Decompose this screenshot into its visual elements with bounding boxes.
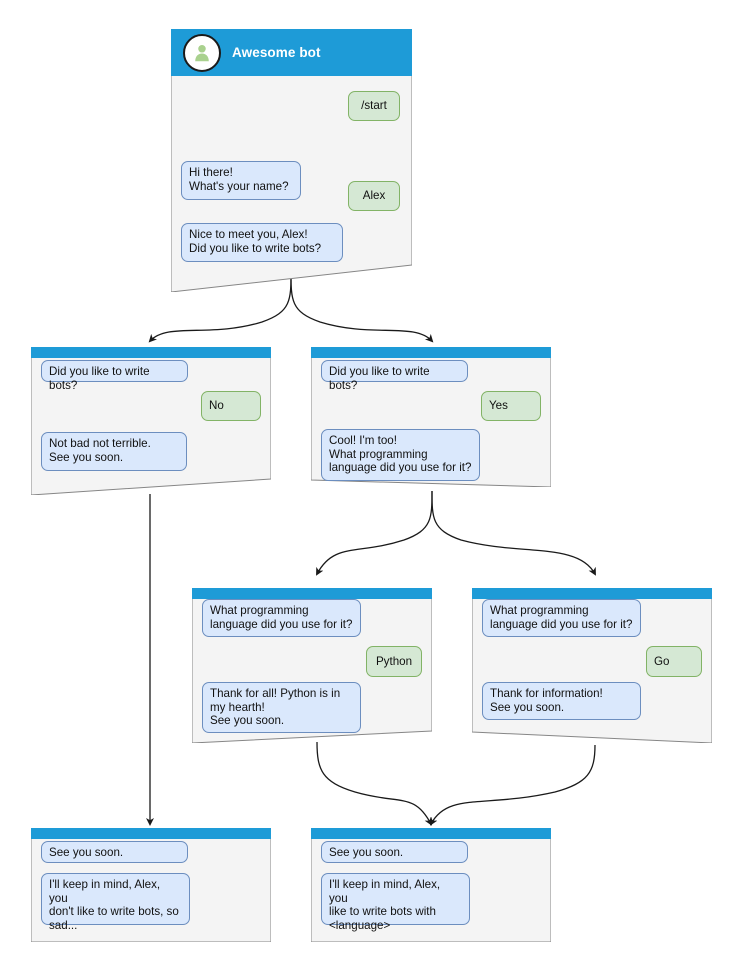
message-list: See you soon. I'll keep in mind, Alex, y…	[31, 828, 271, 942]
user-message-bubble[interactable]: Python	[366, 646, 422, 677]
bot-message-bubble[interactable]: Hi there! What's your name?	[181, 161, 301, 200]
edge-yes-to-python	[316, 490, 433, 576]
bot-message-bubble[interactable]: What programming language did you use fo…	[202, 599, 361, 637]
bot-message-bubble[interactable]: I'll keep in mind, Alex, you like to wri…	[321, 873, 470, 932]
edge-yes-to-go	[431, 490, 596, 576]
card-end-no[interactable]: See you soon. I'll keep in mind, Alex, y…	[31, 828, 271, 942]
bot-message-bubble[interactable]: Thank for information! See you soon.	[482, 682, 641, 720]
user-message-bubble[interactable]: /start	[348, 91, 400, 121]
bot-message-bubble[interactable]: Did you like to write bots?	[41, 360, 188, 392]
user-message-bubble[interactable]: No	[201, 391, 261, 421]
message-list: What programming language did you use fo…	[192, 588, 432, 743]
bot-message-bubble[interactable]: See you soon.	[41, 841, 188, 863]
bot-message-bubble[interactable]: Thank for all! Python is in my hearth! S…	[202, 682, 361, 733]
bot-message-bubble[interactable]: I'll keep in mind, Alex, you don't like …	[41, 873, 190, 932]
card-title-text: Awesome bot	[232, 45, 321, 60]
message-list: Did you like to write bots? No Not bad n…	[31, 347, 271, 495]
user-message-bubble[interactable]: Yes	[481, 391, 541, 421]
card-answer-yes[interactable]: Did you like to write bots? Yes Cool! I'…	[311, 347, 551, 487]
person-avatar-icon	[183, 33, 221, 72]
bot-message-bubble[interactable]: Not bad not terrible. See you soon.	[41, 432, 187, 471]
card-start[interactable]: Awesome bot /start Hi there! What's your…	[171, 29, 412, 292]
bot-message-bubble[interactable]: Did you like to write bots?	[321, 360, 468, 392]
message-list: See you soon. I'll keep in mind, Alex, y…	[311, 828, 551, 942]
message-list: What programming language did you use fo…	[472, 588, 712, 743]
card-answer-no[interactable]: Did you like to write bots? No Not bad n…	[31, 347, 271, 495]
card-lang-python[interactable]: What programming language did you use fo…	[192, 588, 432, 743]
card-lang-go[interactable]: What programming language did you use fo…	[472, 588, 712, 743]
edge-go-to-end-yes	[430, 744, 596, 826]
card-title-bar: Awesome bot	[171, 29, 412, 76]
bot-message-bubble[interactable]: See you soon.	[321, 841, 468, 863]
bot-message-bubble[interactable]: Cool! I'm too! What programming language…	[321, 429, 480, 481]
message-list: Did you like to write bots? Yes Cool! I'…	[311, 347, 551, 487]
bot-message-bubble[interactable]: Nice to meet you, Alex! Did you like to …	[181, 223, 343, 262]
message-list: /start Hi there! What's your name? Alex …	[171, 29, 412, 292]
card-end-yes[interactable]: See you soon. I'll keep in mind, Alex, y…	[311, 828, 551, 942]
bot-message-bubble[interactable]: What programming language did you use fo…	[482, 599, 641, 637]
user-message-bubble[interactable]: Alex	[348, 181, 400, 211]
edge-python-to-end-yes	[316, 741, 432, 826]
user-message-bubble[interactable]: Go	[646, 646, 702, 677]
